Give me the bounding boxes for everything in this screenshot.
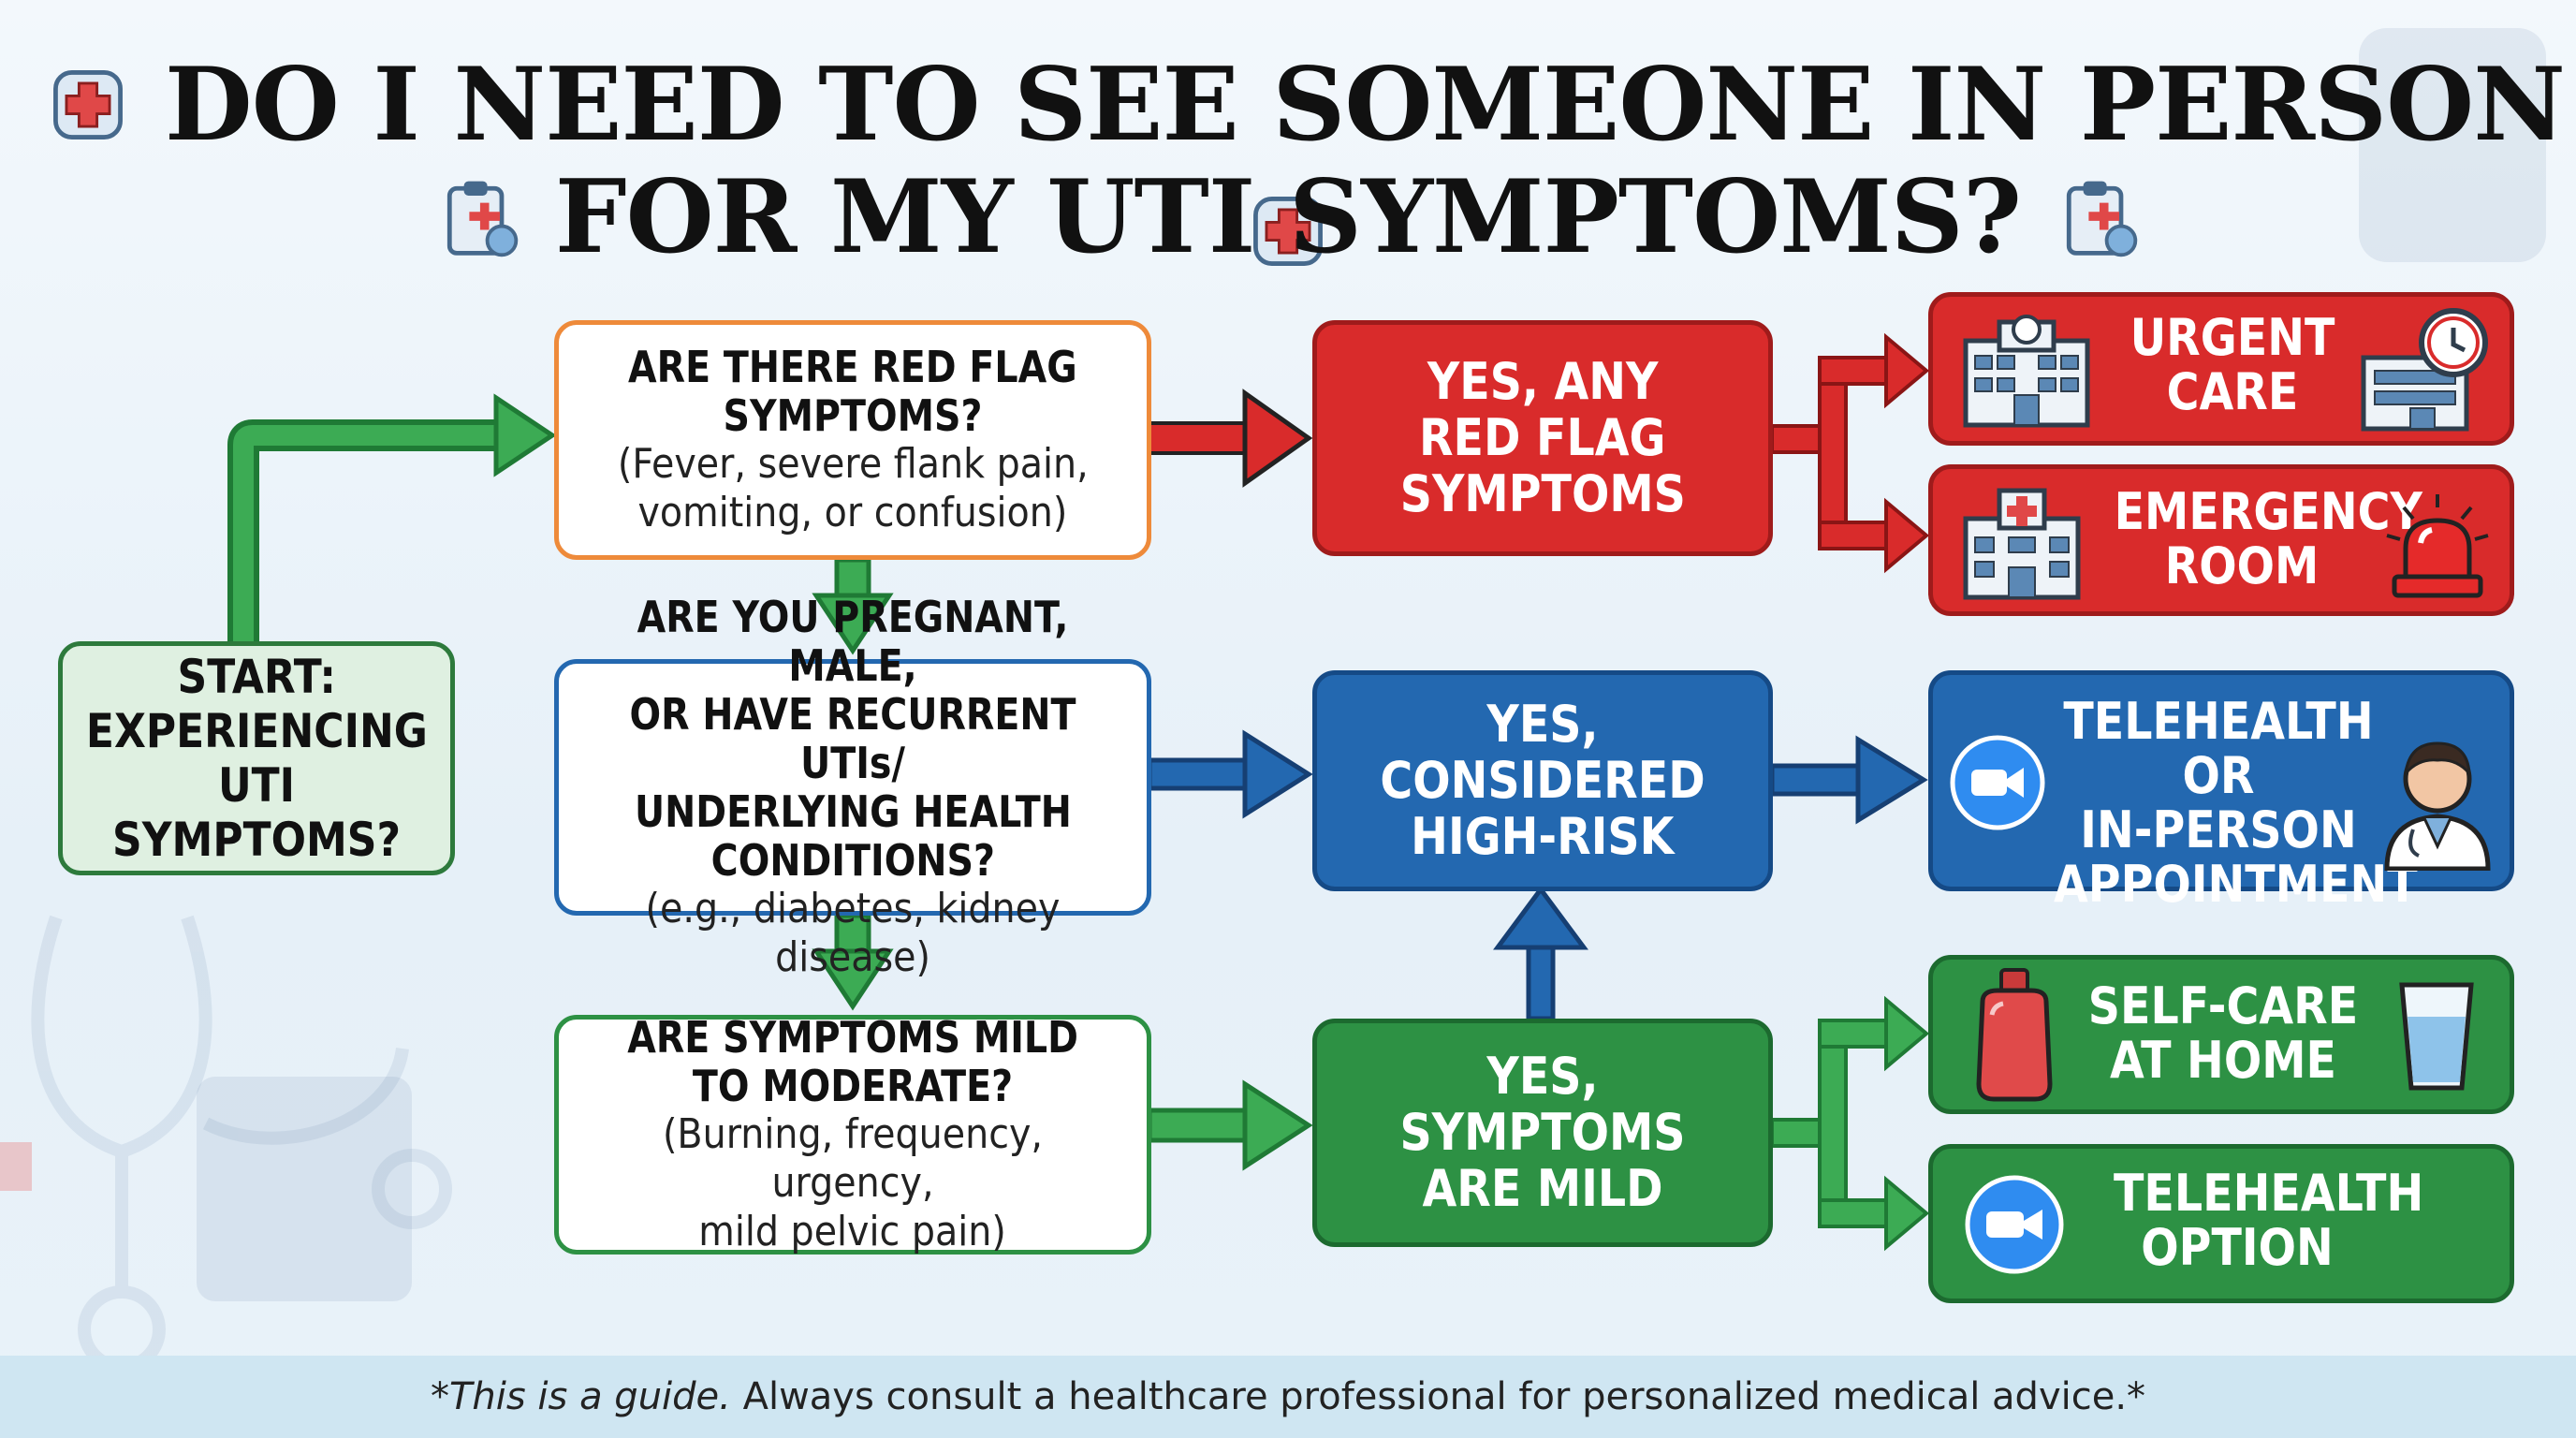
arrow-mild-to-yes (1147, 1079, 1313, 1171)
outcome-urgent-care-line-2: CARE (2166, 362, 2299, 421)
title-text-2: FOR MY UTI SYMPTOMS? (554, 157, 2022, 276)
answer-high-risk-line-1: YES, CONSIDERED (1380, 695, 1705, 810)
question-mild-detail-2: mild pelvic pain) (698, 1208, 1007, 1255)
answer-red-flag-line-3: SYMPTOMS (1399, 464, 1686, 523)
question-high-risk-line-1: ARE YOU PREGNANT, MALE, (637, 592, 1069, 691)
video-camera-icon (1950, 735, 2045, 830)
question-red-flag: ARE THERE RED FLAG SYMPTOMS? (Fever, sev… (554, 320, 1151, 560)
disclaimer-footer: *This is a guide. Always consult a healt… (0, 1356, 2576, 1438)
arrow-highrisk-to-mild (812, 913, 894, 1011)
start-line-3: UTI SYMPTOMS? (112, 758, 401, 867)
outcome-emergency-room-line-1: EMERGENCY (2114, 482, 2422, 541)
arrow-green-branch (1770, 995, 1930, 1252)
question-mild-line-2: TO MODERATE? (692, 1061, 1014, 1111)
outcome-telehealth-option-line-1: TELEHEALTH (2114, 1164, 2424, 1223)
outcome-self-care-label: SELF-CARE AT HOME (2069, 979, 2378, 1088)
question-mild: ARE SYMPTOMS MILD TO MODERATE? (Burning,… (554, 1012, 1151, 1255)
alarm-siren-icon (2386, 494, 2489, 598)
question-high-risk-line-3: UNDERLYING HEALTH (634, 786, 1072, 837)
disclaimer-italic: *This is a guide. (430, 1375, 731, 1418)
disclaimer-text: Always consult a healthcare professional… (730, 1375, 2146, 1418)
outcome-self-care-line-1: SELF-CARE (2087, 976, 2359, 1035)
question-mild-detail-1: (Burning, frequency, urgency, (662, 1110, 1044, 1207)
title-line-2: FOR MY UTI SYMPTOMS? (0, 150, 2576, 276)
outcome-emergency-room-line-2: ROOM (2164, 536, 2320, 595)
answer-red-flag: YES, ANY RED FLAG SYMPTOMS (1312, 320, 1773, 556)
outcome-urgent-care-label: URGENT CARE (2106, 311, 2359, 419)
outcome-telehealth-in-person-line-2: IN-PERSON (2080, 800, 2357, 859)
question-high-risk-line-2: OR HAVE RECURRENT UTIs/ (629, 689, 1076, 788)
arrow-redflag-to-highrisk (812, 557, 894, 655)
start-line-1: START: (177, 650, 336, 704)
question-high-risk: ARE YOU PREGNANT, MALE, OR HAVE RECURREN… (554, 593, 1151, 981)
outcome-telehealth-option (1928, 1144, 2514, 1303)
clipboard-plus-icon (2066, 181, 2138, 257)
outcome-urgent-care-line-1: URGENT (2130, 308, 2335, 367)
answer-red-flag-line-1: YES, ANY (1427, 352, 1659, 411)
outcome-telehealth-option-line-2: OPTION (2141, 1218, 2334, 1277)
arrow-start-to-redflag (227, 419, 505, 641)
arrow-mild-to-highrisk (1493, 885, 1588, 1021)
question-red-flag-line-2: SYMPTOMS? (723, 390, 983, 441)
hospital-building-icon (1963, 315, 2090, 428)
arrow-red-branch (1770, 332, 1930, 574)
outcome-telehealth-in-person-line-1: TELEHEALTH OR (2063, 692, 2374, 805)
start-line-2: EXPERIENCING (85, 704, 428, 758)
outcome-telehealth-in-person-line-3: APPOINTMENT (2054, 855, 2418, 914)
question-red-flag-line-1: ARE THERE RED FLAG (628, 342, 1077, 392)
arrow-blue-to-telehealth (1769, 735, 1928, 825)
answer-mild-line-2: ARE MILD (1422, 1159, 1663, 1218)
title-line-1: DO I NEED TO SEE SOMEONE IN PERSON (0, 37, 2576, 282)
outcome-self-care-line-2: AT HOME (2110, 1031, 2336, 1090)
start-box: START: EXPERIENCING UTI SYMPTOMS? (58, 641, 455, 875)
doctor-icon (2384, 741, 2491, 871)
question-mild-line-1: ARE SYMPTOMS MILD (627, 1012, 1078, 1063)
medical-cross-badge-icon (53, 69, 124, 139)
answer-high-risk: YES, CONSIDERED HIGH-RISK (1312, 670, 1773, 891)
question-red-flag-detail-1: (Fever, severe flank pain, (617, 440, 1089, 488)
outcome-emergency-room-label: EMERGENCY ROOM (2097, 482, 2422, 595)
arrow-redflag-to-yes (1148, 389, 1313, 488)
answer-mild-line-1: YES, SYMPTOMS (1399, 1047, 1686, 1162)
hot-water-bottle-icon (1976, 968, 2053, 1102)
clipboard-plus-icon (446, 181, 519, 257)
question-red-flag-detail-2: vomiting, or confusion) (637, 489, 1068, 536)
hospital-building-icon (1963, 488, 2081, 600)
arrow-highrisk-to-yes (1147, 729, 1313, 819)
question-high-risk-line-4: CONDITIONS? (710, 835, 995, 886)
answer-red-flag-line-2: RED FLAG (1419, 408, 1666, 467)
outcome-telehealth-option-label: TELEHEALTH OPTION (2097, 1164, 2424, 1277)
outcome-telehealth-in-person-label: TELEHEALTH OR IN-PERSON APPOINTMENT (2031, 692, 2418, 914)
answer-mild: YES, SYMPTOMS ARE MILD (1312, 1019, 1773, 1247)
video-camera-icon (1965, 1175, 2064, 1274)
water-glass-icon (2399, 982, 2474, 1091)
medical-cross-badge-icon (1253, 196, 1323, 266)
answer-high-risk-line-2: HIGH-RISK (1411, 807, 1675, 866)
title-text-1: DO I NEED TO SEE SOMEONE IN PERSON (165, 45, 2566, 164)
clock-building-icon (2361, 308, 2488, 432)
question-high-risk-detail-1: (e.g., diabetes, kidney disease) (645, 885, 1061, 981)
